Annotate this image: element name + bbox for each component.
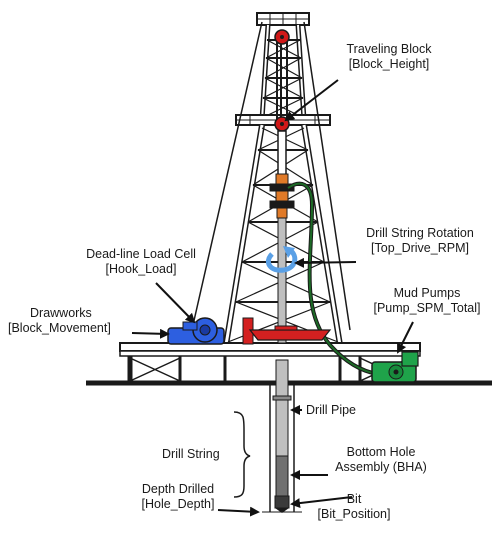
crown-sheave (274, 29, 290, 45)
rotation-arrow-icon (266, 246, 298, 273)
top-drive (269, 173, 295, 219)
drawworks-tag: [Block_Movement] (8, 321, 111, 335)
block-lines (276, 36, 288, 120)
mud-pumps-tag: [Pump_SPM_Total] (373, 301, 481, 315)
callout-arrows (131, 79, 414, 517)
bit-name: Bit (346, 492, 362, 506)
arrow-drill-string-rotation (294, 257, 357, 268)
label-depth-drilled: Depth Drilled [Hole_Depth] (128, 482, 228, 512)
drill-string-rotation-name: Drill String Rotation (366, 226, 474, 240)
rig-substructure (119, 342, 421, 383)
bit-tag: [Bit_Position] (317, 507, 391, 521)
label-bit: Bit [Bit_Position] (304, 492, 404, 522)
drill-string-rotation-tag: [Top_Drive_RPM] (371, 241, 469, 255)
traveling-block (274, 116, 290, 177)
mud-pumps-name: Mud Pumps (393, 286, 461, 300)
label-drawworks: Drawworks [Block_Movement] (8, 306, 128, 336)
drill-pipe-lower (272, 359, 292, 457)
arrow-mud-pumps (397, 321, 414, 354)
arrow-drawworks (131, 328, 170, 339)
traveling-block-tag: [Block_Height] (348, 57, 430, 71)
depth-drilled-tag: [Hole_Depth] (141, 497, 215, 511)
drill-line (192, 21, 351, 331)
label-drill-string-rotation: Drill String Rotation [Top_Drive_RPM] (355, 226, 485, 256)
drill-string-brace (233, 411, 251, 498)
label-drill-pipe: Drill Pipe (306, 403, 357, 417)
drill-pipe-upper (277, 217, 287, 344)
label-mud-pumps: Mud Pumps [Pump_SPM_Total] (362, 286, 492, 316)
arrow-depth-drilled (217, 506, 260, 517)
label-drill-string: Drill String (162, 447, 220, 461)
dead-line-load-cell-tag: [Hook_Load] (105, 262, 177, 276)
mud-hose (286, 181, 379, 376)
arrow-dead-line-load-cell (155, 282, 196, 324)
drawworks-icon (167, 317, 225, 345)
bha-line2: Assembly (BHA) (335, 460, 427, 474)
label-traveling-block: Traveling Block [Block_Height] (334, 42, 444, 72)
label-dead-line-load-cell: Dead-line Load Cell [Hook_Load] (76, 247, 206, 277)
traveling-block-name: Traveling Block (346, 42, 432, 56)
label-bha: Bottom Hole Assembly (BHA) (326, 445, 436, 475)
bit-icon (274, 495, 290, 513)
bha-line1: Bottom Hole (346, 445, 416, 459)
depth-drilled-name: Depth Drilled (141, 482, 215, 496)
mud-pump-icon (371, 351, 419, 383)
drawworks-name: Drawworks (30, 306, 92, 320)
rotary-table-icon (242, 317, 332, 345)
arrow-bit (290, 496, 353, 509)
arrow-traveling-block (284, 79, 339, 122)
dead-line-load-cell-name: Dead-line Load Cell (86, 247, 196, 261)
bha-icon (275, 455, 289, 497)
